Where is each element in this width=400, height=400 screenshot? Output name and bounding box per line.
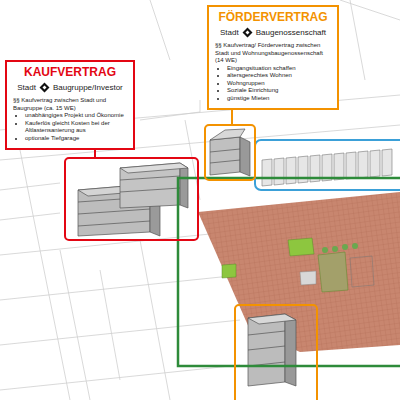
house [334, 153, 344, 180]
street-line [0, 365, 240, 390]
tree [352, 243, 358, 249]
bullet-item: Kauferlös gleicht Kosten bei der Altlast… [25, 120, 127, 135]
green-frame [178, 178, 400, 366]
street-line [140, 240, 170, 400]
building-face [210, 137, 240, 175]
blue-frame [255, 140, 400, 190]
bullet-item: Wohngruppen [227, 80, 331, 88]
city-logo-shape [242, 28, 252, 38]
building-side [180, 163, 188, 208]
house [274, 158, 284, 185]
box-content: KAUFVERTRAG Stadt Baugruppe/Investor §§ Kau… [13, 65, 127, 142]
house [262, 159, 272, 186]
bullet-list: Eingangsituation schaffenaltersgerechtes… [215, 65, 331, 103]
court [350, 256, 374, 287]
city-logo [242, 27, 253, 38]
street-line [0, 183, 60, 190]
house [286, 157, 296, 184]
tree [322, 247, 328, 253]
street-line [0, 320, 240, 345]
play-area [300, 271, 316, 285]
party-row: Stadt Baugruppe/Investor [13, 82, 127, 93]
contract-box: FÖRDERVERTRAG Stadt Baugenossenschaft §§ Ka… [207, 5, 339, 110]
street-line [20, 150, 70, 400]
orange-frame [235, 305, 317, 400]
city-logo [39, 82, 50, 93]
party-row: Stadt Baugenossenschaft [215, 27, 331, 38]
building-side [240, 137, 250, 176]
bullet-item: Soziale Einrichtung [227, 87, 331, 95]
bullet-item: optionale Tiefgarage [25, 135, 127, 143]
tree [332, 246, 338, 252]
party-name: Stadt [220, 28, 239, 37]
lawn [288, 238, 314, 256]
contract-box: KAUFVERTRAG Stadt Baugruppe/Investor §§ Kau… [5, 60, 135, 150]
party-name: Stadt [17, 83, 36, 92]
plaza [198, 192, 400, 352]
garden [318, 252, 348, 292]
bullet-item: günstige Mieten [227, 95, 331, 103]
box-content: FÖRDERVERTRAG Stadt Baugenossenschaft §§ Ka… [215, 10, 331, 102]
city-logo-shape [39, 83, 49, 93]
street-line [140, 100, 200, 120]
street-line [60, 250, 90, 400]
house [358, 151, 368, 178]
building-side [285, 314, 296, 386]
bullet-list: unabhängiges Projekt und ÖkonomieKauferl… [13, 112, 127, 142]
contract-heading: KAUFVERTRAG [13, 65, 127, 79]
party-name: Baugruppe/Investor [53, 83, 123, 92]
lawn [222, 264, 236, 278]
row-houses [262, 149, 392, 186]
tree [342, 244, 348, 250]
building-roof [210, 129, 245, 140]
green-areas [222, 238, 374, 292]
floor-lines [120, 176, 180, 192]
building-face [248, 314, 285, 386]
orange-frame [205, 125, 255, 180]
bullet-item: Eingangsituation schaffen [227, 65, 331, 73]
building-roof [248, 314, 296, 324]
house [346, 152, 356, 179]
bullet-item: unabhängiges Projekt und Ökonomie [25, 112, 127, 120]
street-line [0, 275, 240, 300]
street-line [0, 213, 60, 220]
street-line [150, 0, 170, 60]
contract-heading: FÖRDERVERTRAG [215, 10, 331, 24]
party-name: Baugenossenschaft [256, 28, 326, 37]
house [382, 149, 392, 176]
street-line [100, 270, 120, 380]
bullet-item: altersgerechtes Wohnen [227, 72, 331, 80]
building-roof [120, 163, 188, 173]
street-line [340, 0, 400, 20]
contract-description: §§ Kaufvertrag/ Fördervertrag zwischen S… [215, 42, 331, 65]
contract-description: §§ Kaufvertrag zwischen Stadt und Baugru… [13, 97, 127, 112]
red-frame [65, 158, 198, 240]
floor-lines [210, 149, 240, 163]
floor-lines [248, 331, 285, 366]
street-line [350, 0, 365, 80]
buildings [78, 129, 296, 386]
house [370, 150, 380, 177]
